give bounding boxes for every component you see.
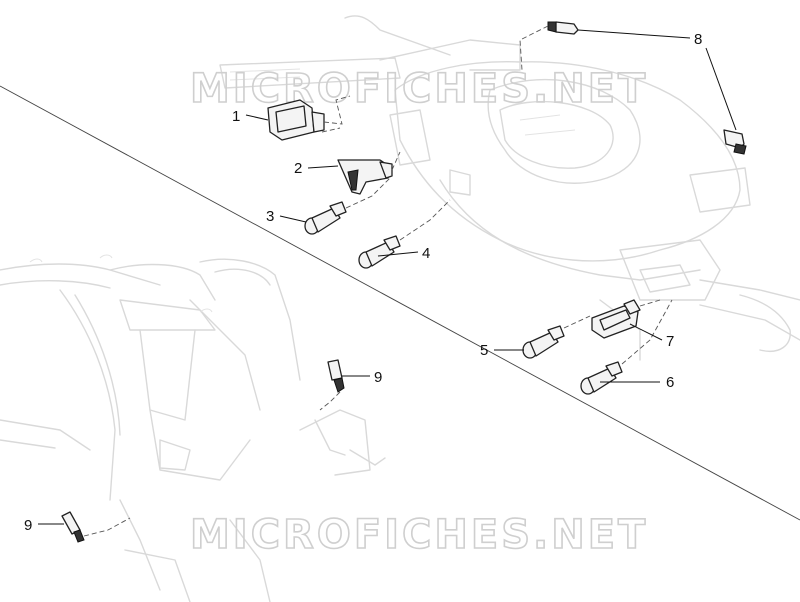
part-7-switch-cover	[591, 299, 661, 339]
part-4-connector	[358, 199, 451, 269]
part-3-connector	[304, 175, 393, 235]
section-divider-line	[0, 85, 800, 521]
callout-labels: 1 2 3 4 5 6 7 8 9 9	[24, 31, 702, 534]
watermark-bottom: MICROFICHES.NET	[190, 512, 648, 558]
callout-9-bottom: 9	[24, 517, 32, 534]
callout-5: 5	[480, 342, 488, 359]
frame-ghost-drawing	[0, 254, 386, 602]
callout-6: 6	[666, 374, 674, 391]
part-2-switch	[337, 151, 401, 195]
callout-2: 2	[294, 160, 302, 177]
callout-8: 8	[694, 31, 702, 48]
callout-9-middle: 9	[374, 369, 382, 386]
callout-3: 3	[266, 208, 274, 225]
callout-7: 7	[666, 333, 674, 350]
callout-1: 1	[232, 108, 240, 125]
leader-lines	[38, 29, 737, 525]
watermark-top: MICROFICHES.NET	[190, 66, 648, 112]
part-9-connector-bottom	[61, 511, 131, 543]
handlebar-ghost-drawing	[219, 15, 800, 361]
part-6-connector	[580, 299, 673, 395]
callout-4: 4	[422, 245, 430, 262]
part-5-connector	[522, 315, 591, 359]
part-8-connectors	[519, 21, 747, 155]
part-1-switch	[267, 95, 351, 141]
part-9-connector-middle	[319, 359, 345, 411]
